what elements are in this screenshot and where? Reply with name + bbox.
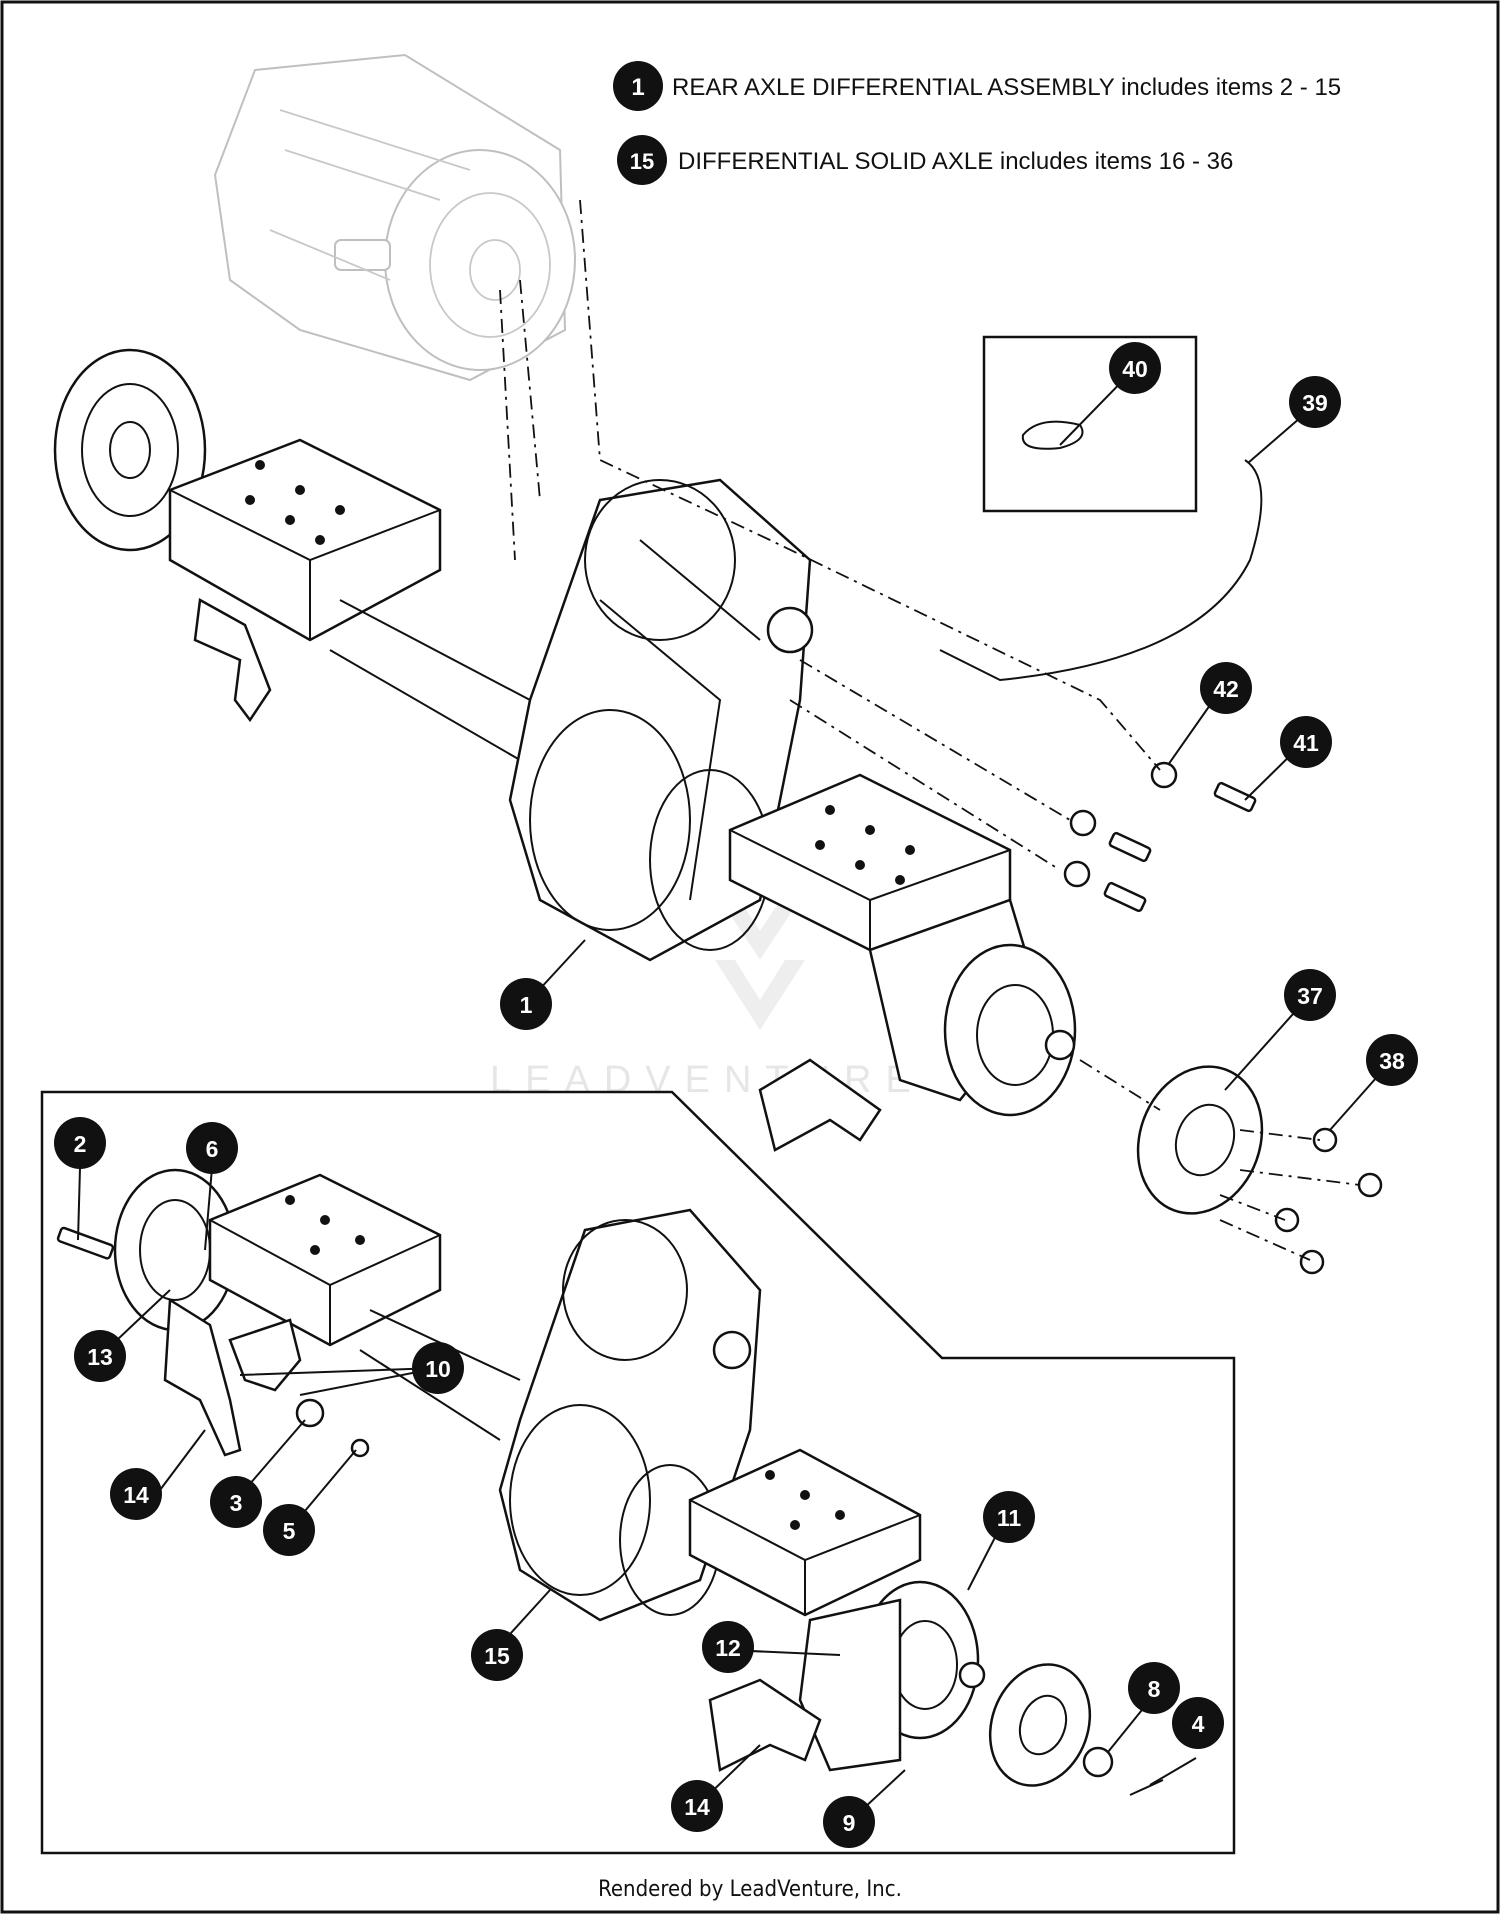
callout-37: 37 bbox=[1284, 969, 1336, 1021]
inset-box-item-40 bbox=[982, 335, 1198, 513]
callout-39: 39 bbox=[1289, 376, 1341, 428]
svg-text:37: 37 bbox=[1297, 983, 1323, 1009]
legend-badge-number: 1 bbox=[631, 74, 644, 101]
svg-text:10: 10 bbox=[425, 1356, 451, 1382]
svg-text:42: 42 bbox=[1213, 676, 1239, 702]
svg-text:2: 2 bbox=[74, 1131, 87, 1157]
callout-11: 11 bbox=[983, 1491, 1035, 1543]
callout-badges: 40 39 42 41 1 37 38 2 6 13 10 14 3 5 11 … bbox=[54, 342, 1418, 1848]
callout-6: 6 bbox=[186, 1122, 238, 1174]
legend-badge-1 bbox=[613, 61, 663, 111]
svg-text:12: 12 bbox=[715, 1635, 741, 1661]
svg-text:38: 38 bbox=[1379, 1048, 1405, 1074]
svg-text:11: 11 bbox=[997, 1505, 1022, 1531]
svg-text:41: 41 bbox=[1293, 730, 1319, 756]
svg-text:1: 1 bbox=[520, 992, 533, 1018]
svg-text:15: 15 bbox=[484, 1643, 510, 1669]
svg-text:4: 4 bbox=[1192, 1711, 1205, 1737]
svg-text:14: 14 bbox=[684, 1794, 710, 1820]
legend-text: DIFFERENTIAL SOLID AXLE includes items 1… bbox=[678, 148, 1233, 175]
zip-tie-shape bbox=[1021, 420, 1084, 450]
callout-12: 12 bbox=[702, 1621, 754, 1673]
callout-42: 42 bbox=[1200, 662, 1252, 714]
callout-9: 9 bbox=[823, 1796, 875, 1848]
differential-solid-axle-inset bbox=[56, 1168, 1164, 1796]
svg-text:3: 3 bbox=[230, 1490, 243, 1516]
callout-13: 13 bbox=[74, 1330, 126, 1382]
callout-4: 4 bbox=[1172, 1697, 1224, 1749]
legend-badge-number: 15 bbox=[630, 149, 654, 174]
callout-10: 10 bbox=[412, 1342, 464, 1394]
svg-text:14: 14 bbox=[123, 1482, 149, 1508]
svg-text:8: 8 bbox=[1148, 1676, 1161, 1702]
legend-badge-15 bbox=[617, 135, 667, 185]
callout-8: 8 bbox=[1128, 1662, 1180, 1714]
svg-text:40: 40 bbox=[1122, 356, 1148, 382]
callout-14: 14 bbox=[671, 1780, 723, 1832]
motor-ghost bbox=[213, 53, 576, 382]
svg-text:5: 5 bbox=[283, 1518, 296, 1544]
svg-text:13: 13 bbox=[87, 1344, 113, 1370]
legend: 1 REAR AXLE DIFFERENTIAL ASSEMBLY includ… bbox=[613, 61, 1341, 185]
svg-text:39: 39 bbox=[1302, 390, 1328, 416]
watermark-logo bbox=[715, 895, 805, 1030]
callout-14: 14 bbox=[110, 1468, 162, 1520]
svg-text:6: 6 bbox=[206, 1136, 219, 1162]
callout-15: 15 bbox=[471, 1629, 523, 1681]
callout-1: 1 bbox=[500, 978, 552, 1030]
footer-credit: Rendered by LeadVenture, Inc. bbox=[598, 1877, 902, 1902]
callout-3: 3 bbox=[210, 1476, 262, 1528]
callout-2: 2 bbox=[54, 1117, 106, 1169]
svg-text:9: 9 bbox=[843, 1810, 856, 1836]
callout-5: 5 bbox=[263, 1504, 315, 1556]
callout-40: 40 bbox=[1109, 342, 1161, 394]
callout-41: 41 bbox=[1280, 716, 1332, 768]
inset-frame bbox=[40, 1090, 1236, 1855]
rear-axle-assembly-main bbox=[53, 199, 1383, 1275]
callout-38: 38 bbox=[1366, 1034, 1418, 1086]
legend-text: REAR AXLE DIFFERENTIAL ASSEMBLY includes… bbox=[672, 74, 1341, 101]
